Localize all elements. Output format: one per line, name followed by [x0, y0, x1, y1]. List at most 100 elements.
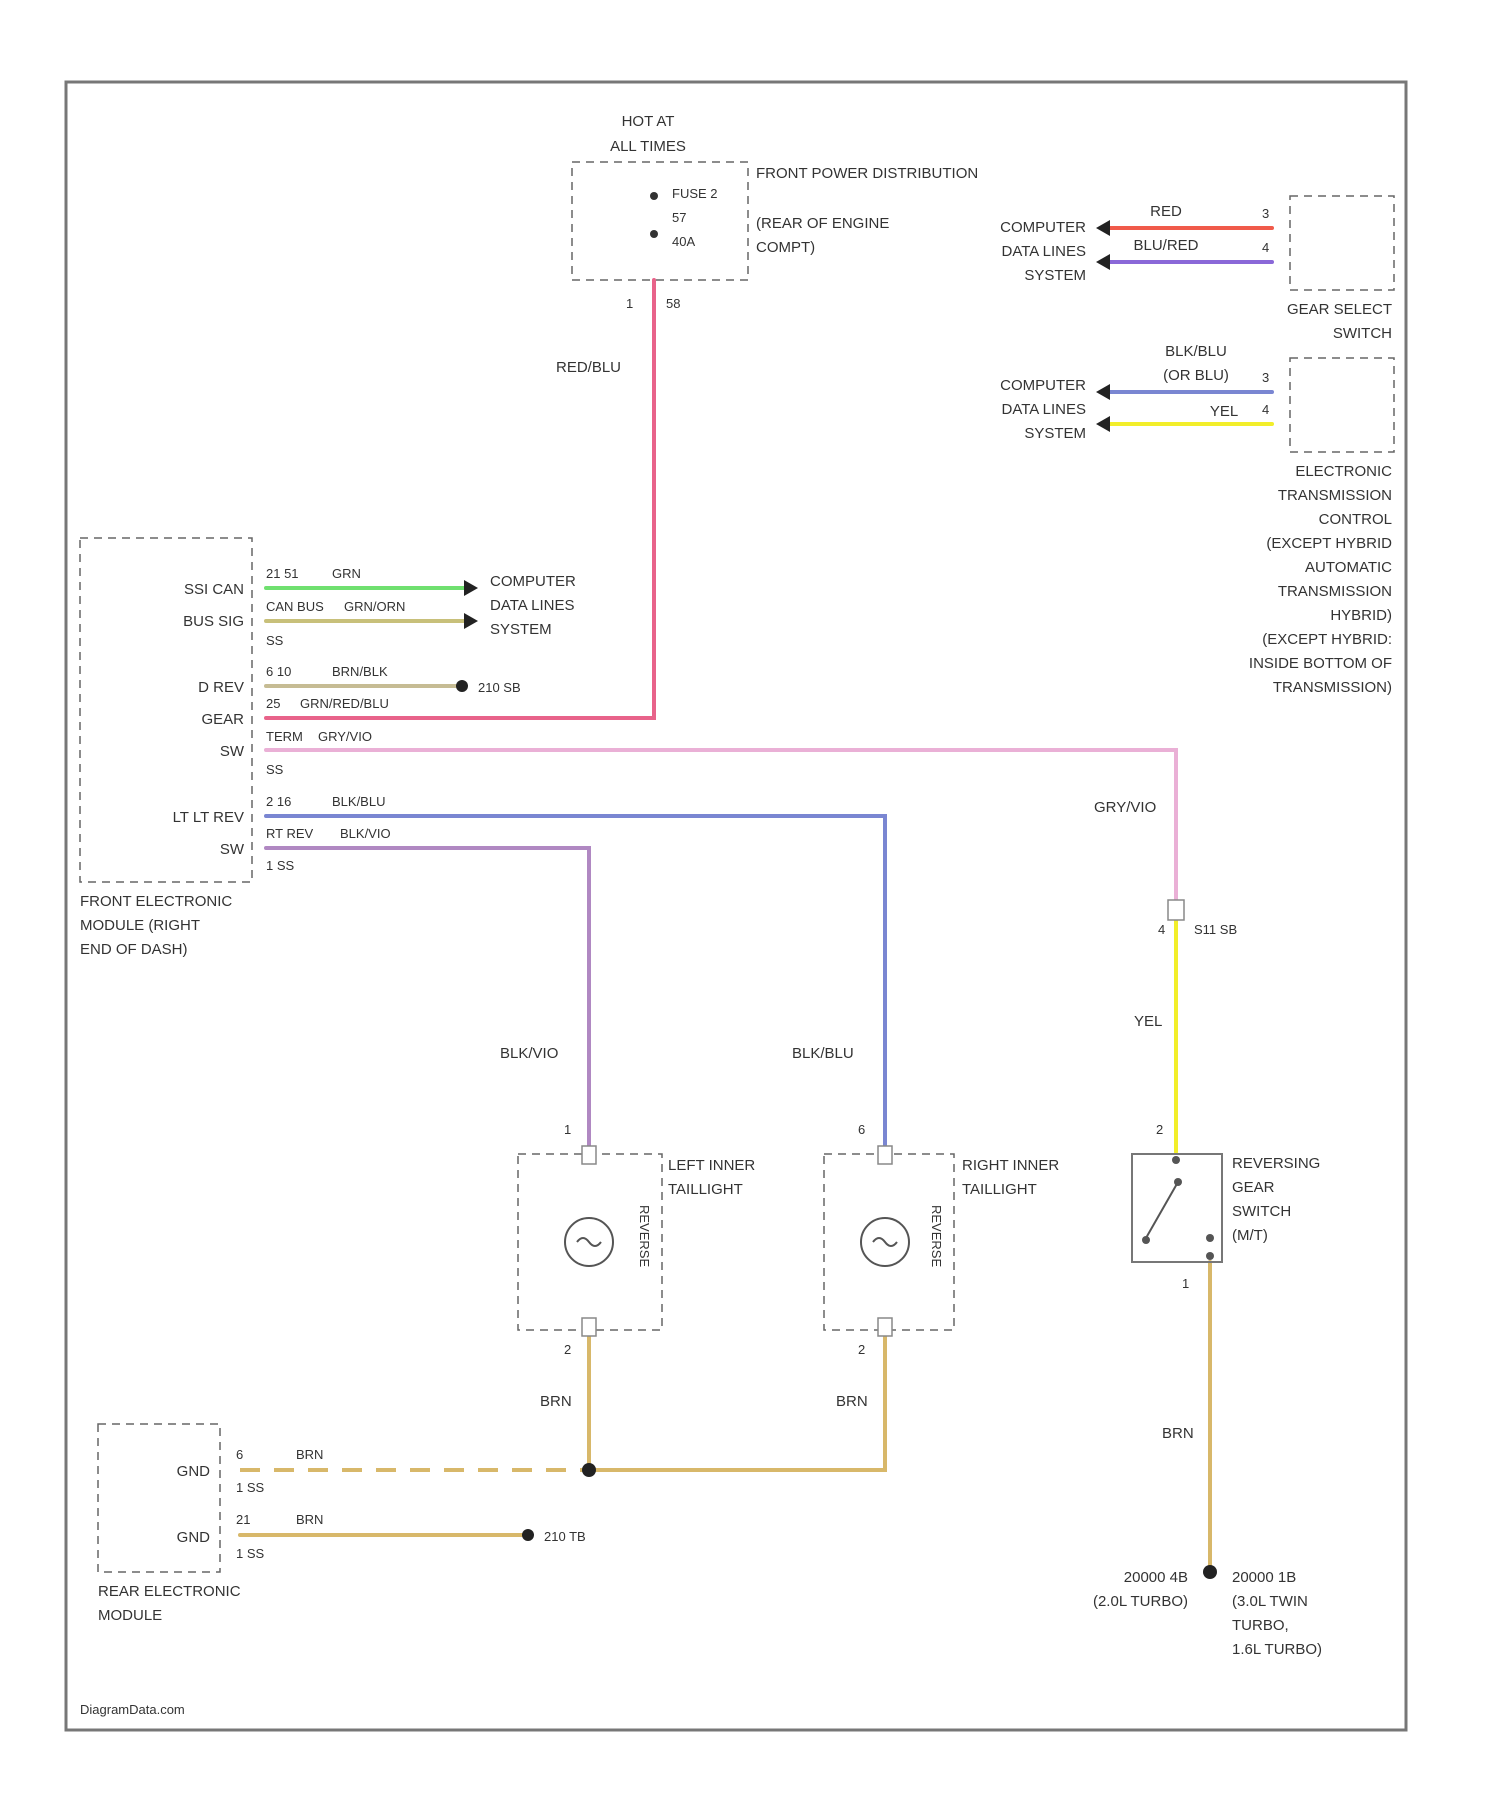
fem-sys-label-2: DATA LINES — [490, 597, 574, 614]
reversing-switch-box — [1132, 1154, 1222, 1262]
pin-label: 2 — [858, 1342, 865, 1357]
rem-name-1: REAR ELECTRONIC — [98, 1583, 241, 1600]
wire-label-red-blu: RED/BLU — [556, 359, 621, 376]
gear-select-name-1: GEAR SELECT — [1287, 301, 1392, 318]
fem-row-label: SW — [220, 841, 245, 858]
rem-splice-label: 210 TB — [544, 1529, 586, 1544]
wire-label-brn-left: BRN — [540, 1393, 572, 1410]
fem-wire-color: GRN — [332, 566, 361, 581]
rem-wire-color: BRN — [296, 1447, 323, 1462]
fem-row-label: SSI CAN — [184, 581, 244, 598]
ground-icon — [1203, 1565, 1217, 1579]
fem-pin: SS — [266, 633, 284, 648]
arrow-icon — [464, 580, 478, 596]
connector — [582, 1318, 596, 1336]
ground-right-3: TURBO, — [1232, 1617, 1289, 1634]
pin-label: 2 — [1156, 1122, 1163, 1137]
fem-row-label: D REV — [198, 679, 244, 696]
left-lamp-function: REVERSE — [637, 1205, 652, 1267]
fem-name-1: FRONT ELECTRONIC — [80, 893, 232, 910]
fem-wire-color: BRN/BLK — [332, 664, 388, 679]
fem-row-label: LT LT REV — [173, 809, 244, 826]
etc-name-line: (EXCEPT HYBRID: — [1262, 631, 1392, 648]
connector — [582, 1146, 596, 1164]
wire-label-yel: YEL — [1210, 403, 1238, 420]
pin-label: 6 — [858, 1122, 865, 1137]
wire-label-blk-blu-1: BLK/BLU — [1165, 343, 1227, 360]
wire-label-blk-blu: BLK/BLU — [792, 1045, 854, 1062]
wire-red-blu — [266, 280, 654, 718]
fem-row-label: GEAR — [201, 711, 244, 728]
pin-label: 1 — [1182, 1276, 1189, 1291]
fuse-label-2: 57 — [672, 210, 686, 225]
fuse-label-1: FUSE 2 — [672, 186, 718, 201]
gear-select-name-2: SWITCH — [1333, 325, 1392, 342]
connector — [878, 1318, 892, 1336]
switch-lever — [1146, 1182, 1178, 1238]
fuse-label-3: 40A — [672, 234, 695, 249]
pin-label: 4 — [1262, 402, 1269, 417]
fuse-terminal-bottom — [650, 230, 658, 238]
fem-sys-label-3: SYSTEM — [490, 621, 552, 638]
pin-label: 3 — [1262, 206, 1269, 221]
etc-name-line: HYBRID) — [1330, 607, 1392, 624]
rem-pin: 21 — [236, 1512, 250, 1527]
etc-name-line: TRANSMISSION) — [1273, 679, 1392, 696]
etc-sys-label-2: DATA LINES — [1002, 401, 1086, 418]
arrow-icon — [1096, 416, 1110, 432]
diagram-frame — [66, 82, 1406, 1730]
fem-pin: 21 51 — [266, 566, 299, 581]
switch-name-1: REVERSING — [1232, 1155, 1320, 1172]
rear-electronic-module-box — [98, 1424, 220, 1572]
switch-name-3: SWITCH — [1232, 1203, 1291, 1220]
splice-dot — [582, 1463, 596, 1477]
switch-terminal — [1172, 1156, 1180, 1164]
switch-contact — [1142, 1236, 1150, 1244]
arrow-icon — [1096, 220, 1110, 236]
hot-label-2: ALL TIMES — [610, 138, 686, 155]
rem-row-label: GND — [177, 1463, 211, 1480]
fem-wire-color: GRN/RED/BLU — [300, 696, 389, 711]
wire-label-brn-switch: BRN — [1162, 1425, 1194, 1442]
connector — [878, 1146, 892, 1164]
etc-name-line: INSIDE BOTTOM OF — [1249, 655, 1392, 672]
fem-wire-color: GRY/VIO — [318, 729, 372, 744]
wire-blk-blu — [266, 816, 885, 1152]
wire-label-gry-vio: GRY/VIO — [1094, 799, 1156, 816]
etc-name-line: (EXCEPT HYBRID — [1266, 535, 1392, 552]
rem-pin-sub: 1 SS — [236, 1480, 265, 1495]
fem-pin: 25 — [266, 696, 280, 711]
pin-label: 3 — [1262, 370, 1269, 385]
rem-pin-sub: 1 SS — [236, 1546, 265, 1561]
switch-name-2: GEAR — [1232, 1179, 1275, 1196]
wire-label-red: RED — [1150, 203, 1182, 220]
etc-name-line: TRANSMISSION — [1278, 487, 1392, 504]
gear-sys-label-2: DATA LINES — [1002, 243, 1086, 260]
fem-pin: RT REV — [266, 826, 314, 841]
pin-label: 4 — [1158, 922, 1165, 937]
connector — [1168, 900, 1184, 920]
fem-pin: CAN BUS — [266, 599, 324, 614]
arrow-icon — [1096, 254, 1110, 270]
fem-row-label: SW — [220, 743, 245, 760]
right-lamp-name-1: RIGHT INNER — [962, 1157, 1059, 1174]
pdb-label-1: FRONT POWER DISTRIBUTION — [756, 165, 978, 182]
pdb-label-2: (REAR OF ENGINE — [756, 215, 889, 232]
fem-sys-label-1: COMPUTER — [490, 573, 576, 590]
splice-label: 210 SB — [478, 680, 521, 695]
gear-select-switch-box — [1290, 196, 1394, 290]
wire-label-blu-red: BLU/RED — [1133, 237, 1198, 254]
ground-right-4: 1.6L TURBO) — [1232, 1641, 1322, 1658]
etc-box — [1290, 358, 1394, 452]
wire-label-yel-switch: YEL — [1134, 1013, 1162, 1030]
etc-sys-label-1: COMPUTER — [1000, 377, 1086, 394]
fem-pin: TERM — [266, 729, 303, 744]
etc-name-line: CONTROL — [1319, 511, 1392, 528]
wire-label-blk-blu-2: (OR BLU) — [1163, 367, 1229, 384]
left-lamp-name-2: TAILLIGHT — [668, 1181, 743, 1198]
pin-label: 2 — [564, 1342, 571, 1357]
ground-left-2: (2.0L TURBO) — [1093, 1593, 1188, 1610]
left-lamp-name-1: LEFT INNER — [668, 1157, 755, 1174]
pin-label: 4 — [1262, 240, 1269, 255]
